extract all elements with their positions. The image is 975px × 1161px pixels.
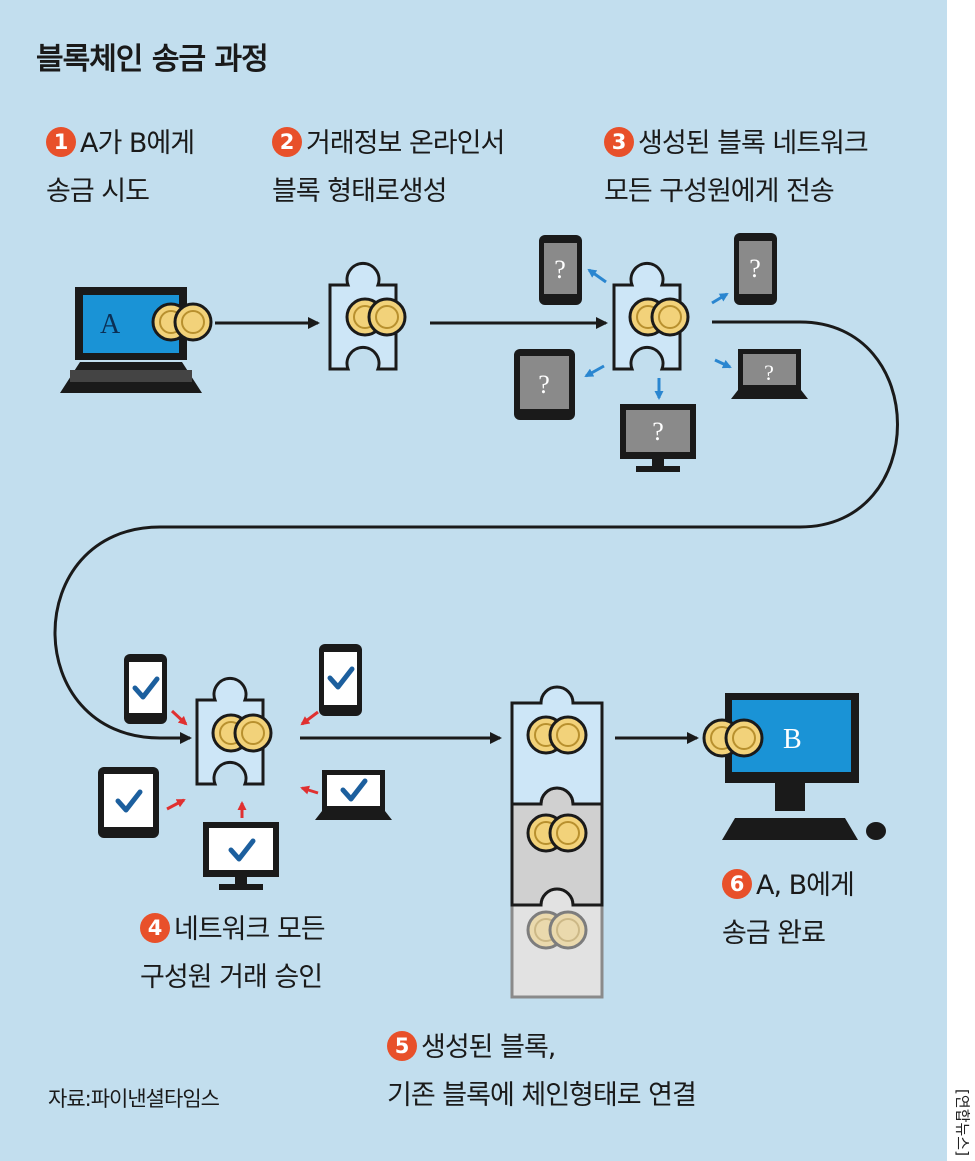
credit-text: [연합뉴스] <box>953 1089 972 1156</box>
coins-icon <box>702 718 764 758</box>
approval-arrows <box>166 709 319 818</box>
step-5-line1: 생성된 블록, <box>421 1032 556 1063</box>
background-panel <box>0 0 947 1161</box>
unknown-mark: ? <box>652 417 664 446</box>
unknown-mark: ? <box>764 360 774 385</box>
unknown-mark: ? <box>749 254 761 283</box>
block-chain <box>510 685 604 999</box>
step-1-line2: 송금 시도 <box>46 176 150 207</box>
step-3-badge: 3 <box>604 127 634 157</box>
receiver-label: B <box>783 724 802 755</box>
approved-block <box>195 676 273 786</box>
network-devices-unknown: ? ? ? ? ? <box>514 233 808 472</box>
page-title: 블록체인 송금 과정 <box>36 42 269 77</box>
sender-laptop: A <box>60 287 202 393</box>
sender-label: A <box>100 309 121 340</box>
step-6-line2: 송금 완료 <box>722 918 826 949</box>
broadcast-block <box>612 261 690 371</box>
step-6-line1: A, B에게 <box>756 870 855 901</box>
step-5-badge: 5 <box>387 1031 417 1061</box>
step-3-line2: 모든 구성원에게 전송 <box>604 176 835 207</box>
unknown-mark: ? <box>554 255 566 284</box>
unknown-mark: ? <box>538 370 550 399</box>
step-1-badge: 1 <box>46 127 76 157</box>
step-4-line2: 구성원 거래 승인 <box>140 962 323 993</box>
new-block <box>328 261 407 371</box>
step-2-badge: 2 <box>272 127 302 157</box>
step-5-line2: 기존 블록에 체인형태로 연결 <box>387 1080 697 1111</box>
step-3-line1: 생성된 블록 네트워크 <box>638 128 869 159</box>
source-note: 자료:파이낸셜타임스 <box>48 1087 220 1111</box>
broadcast-arrows <box>584 268 732 400</box>
coins-icon <box>151 302 213 342</box>
step-4-line1: 네트워크 모든 <box>174 914 326 945</box>
step-4-badge: 4 <box>140 913 170 943</box>
credit-label: [연합뉴스] <box>948 1087 975 1161</box>
receiver-computer: B <box>722 693 886 840</box>
step-1-line1: A가 B에게 <box>80 128 195 159</box>
network-devices-approved <box>98 644 392 890</box>
flow-connector <box>53 317 899 744</box>
step-2-line2: 블록 형태로생성 <box>272 176 447 207</box>
step-6-badge: 6 <box>722 869 752 899</box>
step-2-line1: 거래정보 온라인서 <box>306 128 505 159</box>
